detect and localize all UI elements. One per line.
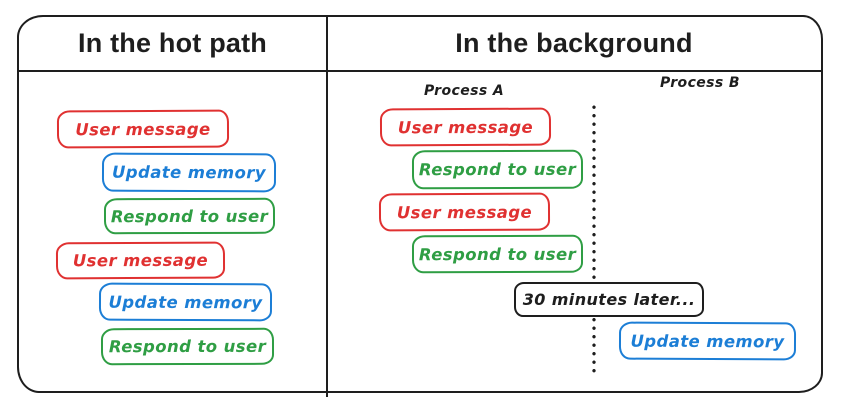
process-a-label: Process A [423,83,505,99]
hot-path-panel-title: In the hot path [78,28,267,58]
user-message-label: User message [397,117,534,137]
user-message-box: User message [379,107,552,147]
update-memory-box: Update memory [618,321,797,361]
update-memory-label: Update memory [111,162,267,183]
update-memory-label: Update memory [630,331,785,351]
user-message-box: User message [55,241,226,280]
respond-to-user-label: Respond to user [108,336,267,357]
timer-note-box: 30 minutes later... [514,282,704,317]
respond-to-user-label: Respond to user [418,244,577,264]
user-message-box: User message [378,192,551,232]
header-separator-line [17,70,823,72]
process-boundary-dotted-line [592,105,596,375]
timer-note-label: 30 minutes later... [522,290,696,309]
respond-to-user-box: Respond to user [100,327,275,366]
update-memory-box: Update memory [101,152,277,193]
user-message-box: User message [56,109,230,149]
update-memory-label: Update memory [108,292,263,312]
respond-to-user-label: Respond to user [418,159,577,180]
respond-to-user-box: Respond to user [411,234,584,274]
background-panel-title: In the background [455,28,693,58]
update-memory-box: Update memory [98,282,273,322]
respond-to-user-label: Respond to user [110,206,269,226]
user-message-label: User message [396,202,533,222]
process-b-label: Process B [660,75,740,91]
diagram-frame: In the hot path In the background User m… [17,15,823,397]
user-message-label: User message [72,250,209,271]
respond-to-user-box: Respond to user [103,197,276,235]
user-message-label: User message [75,119,211,139]
panel-separator-line [326,15,328,397]
respond-to-user-box: Respond to user [411,149,584,190]
